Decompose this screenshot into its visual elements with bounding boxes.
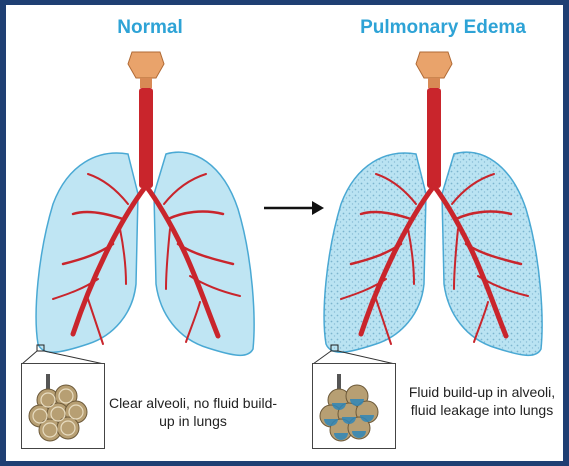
edema-alveoli-inset: [312, 363, 396, 449]
caption-pulmonary-edema: Fluid build-up in alveoli, fluid leakage…: [398, 383, 566, 419]
normal-alveoli-inset: [21, 363, 105, 449]
caption-normal: Clear alveoli, no fluid build-up in lung…: [108, 394, 278, 430]
